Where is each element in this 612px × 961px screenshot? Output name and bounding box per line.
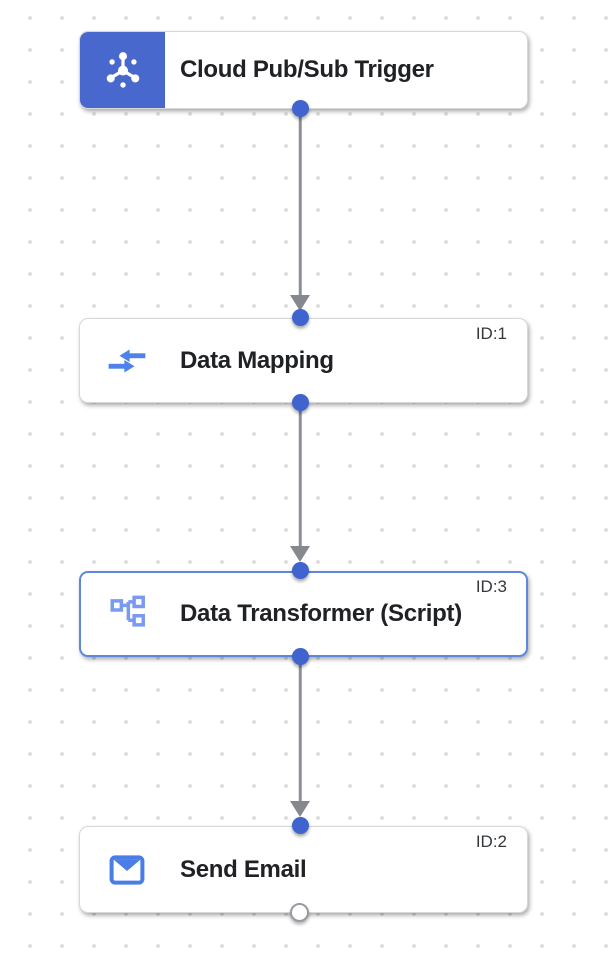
node-send-email[interactable]: Send Email ID:2	[79, 826, 528, 913]
arrowhead-icon	[290, 546, 310, 562]
edge-transformer-to-email[interactable]	[290, 657, 310, 817]
port-transformer-in[interactable]	[292, 562, 309, 579]
edge-trigger-to-mapping[interactable]	[290, 109, 310, 311]
node-title: Send Email	[180, 855, 307, 883]
arrowhead-icon	[290, 801, 310, 817]
port-transformer-out[interactable]	[292, 648, 309, 665]
trigger-icon-block	[80, 32, 165, 108]
port-trigger-out[interactable]	[292, 100, 309, 117]
port-mapping-in[interactable]	[292, 309, 309, 326]
edge-line	[298, 657, 302, 804]
arrowhead-icon	[290, 295, 310, 311]
node-title: Cloud Pub/Sub Trigger	[180, 56, 434, 83]
port-email-out-unconnected[interactable]	[290, 903, 309, 922]
node-data-transformer[interactable]: Data Transformer (Script) ID:3	[79, 571, 528, 657]
port-email-in[interactable]	[292, 817, 309, 834]
node-title: Data Transformer (Script)	[180, 600, 462, 627]
node-cloud-pubsub-trigger[interactable]: Cloud Pub/Sub Trigger	[79, 31, 528, 109]
edge-mapping-to-transformer[interactable]	[290, 403, 310, 562]
port-mapping-out[interactable]	[292, 394, 309, 411]
edge-line	[298, 403, 302, 549]
email-icon	[106, 849, 148, 891]
node-id-badge: ID:3	[475, 577, 507, 596]
node-id-badge: ID:1	[475, 324, 507, 343]
data-mapping-icon	[106, 340, 148, 382]
edge-line	[298, 109, 302, 298]
data-transformer-icon	[107, 593, 149, 635]
node-id-badge: ID:2	[475, 832, 507, 851]
node-data-mapping[interactable]: Data Mapping ID:1	[79, 318, 528, 403]
pubsub-icon	[106, 52, 139, 88]
node-title: Data Mapping	[180, 346, 334, 374]
